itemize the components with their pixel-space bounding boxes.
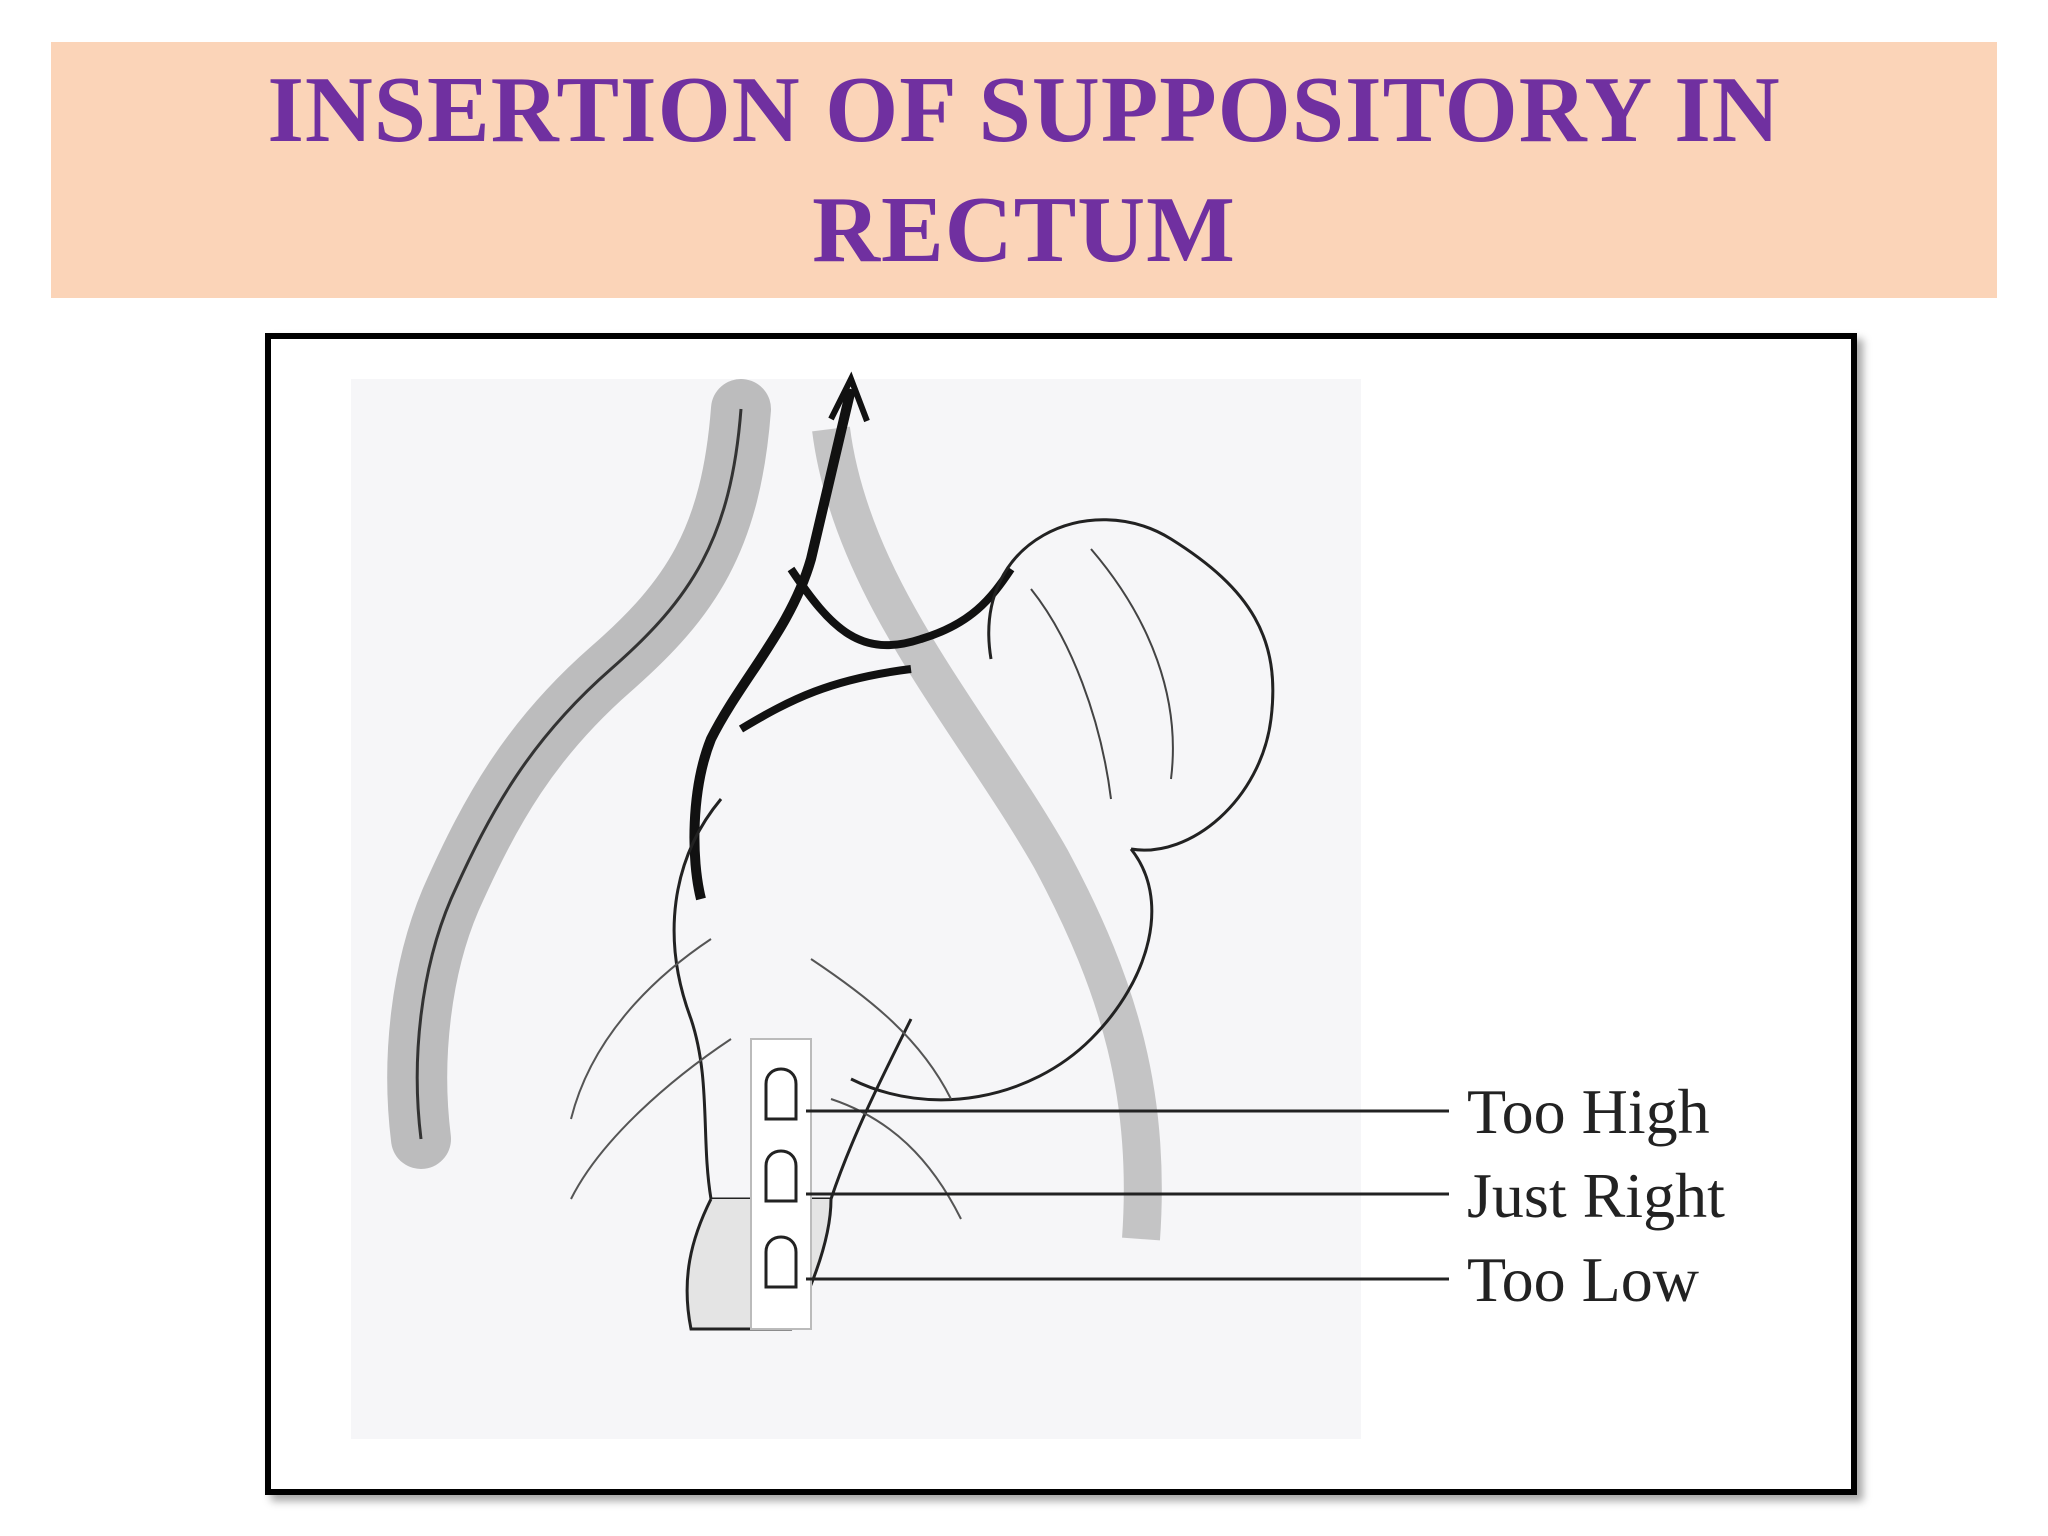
label-too-high: Too High: [1467, 1076, 1710, 1147]
small-vessel: [570, 938, 712, 1120]
title-banner: INSERTION OF SUPPOSITORY IN RECTUM: [51, 42, 1997, 298]
small-vessel-3: [810, 958, 952, 1100]
slide-title-line-2: RECTUM: [812, 178, 1236, 282]
colon-fold-2: [1090, 548, 1174, 780]
suppository-too-high-icon: [764, 1067, 798, 1121]
black-artery-branch-2: [738, 665, 912, 733]
small-vessel-2: [570, 1038, 732, 1200]
right-vessel-shape: [812, 426, 1162, 1241]
iliac-vessel-outline: [415, 408, 743, 1140]
colon-fold: [1030, 588, 1112, 800]
small-vessel-4: [830, 1098, 962, 1220]
black-artery-branch: [787, 566, 1015, 650]
slide-title-line-1: INSERTION OF SUPPOSITORY IN: [267, 58, 1781, 162]
rectum-illustration-frame: Too High Just Right Too Low: [265, 333, 1857, 1495]
sigmoid-colon-loop: [987, 518, 1275, 852]
suppository-just-right-icon: [764, 1149, 798, 1203]
label-too-low: Too Low: [1467, 1244, 1699, 1315]
rectum-illustration: Too High Just Right Too Low: [351, 371, 1725, 1439]
arrow-up-icon: [828, 371, 870, 423]
suppository-too-low-icon: [764, 1235, 798, 1289]
label-just-right: Just Right: [1467, 1160, 1725, 1231]
black-artery: [689, 387, 856, 901]
sigmoid-colon-lower: [850, 848, 1154, 1102]
